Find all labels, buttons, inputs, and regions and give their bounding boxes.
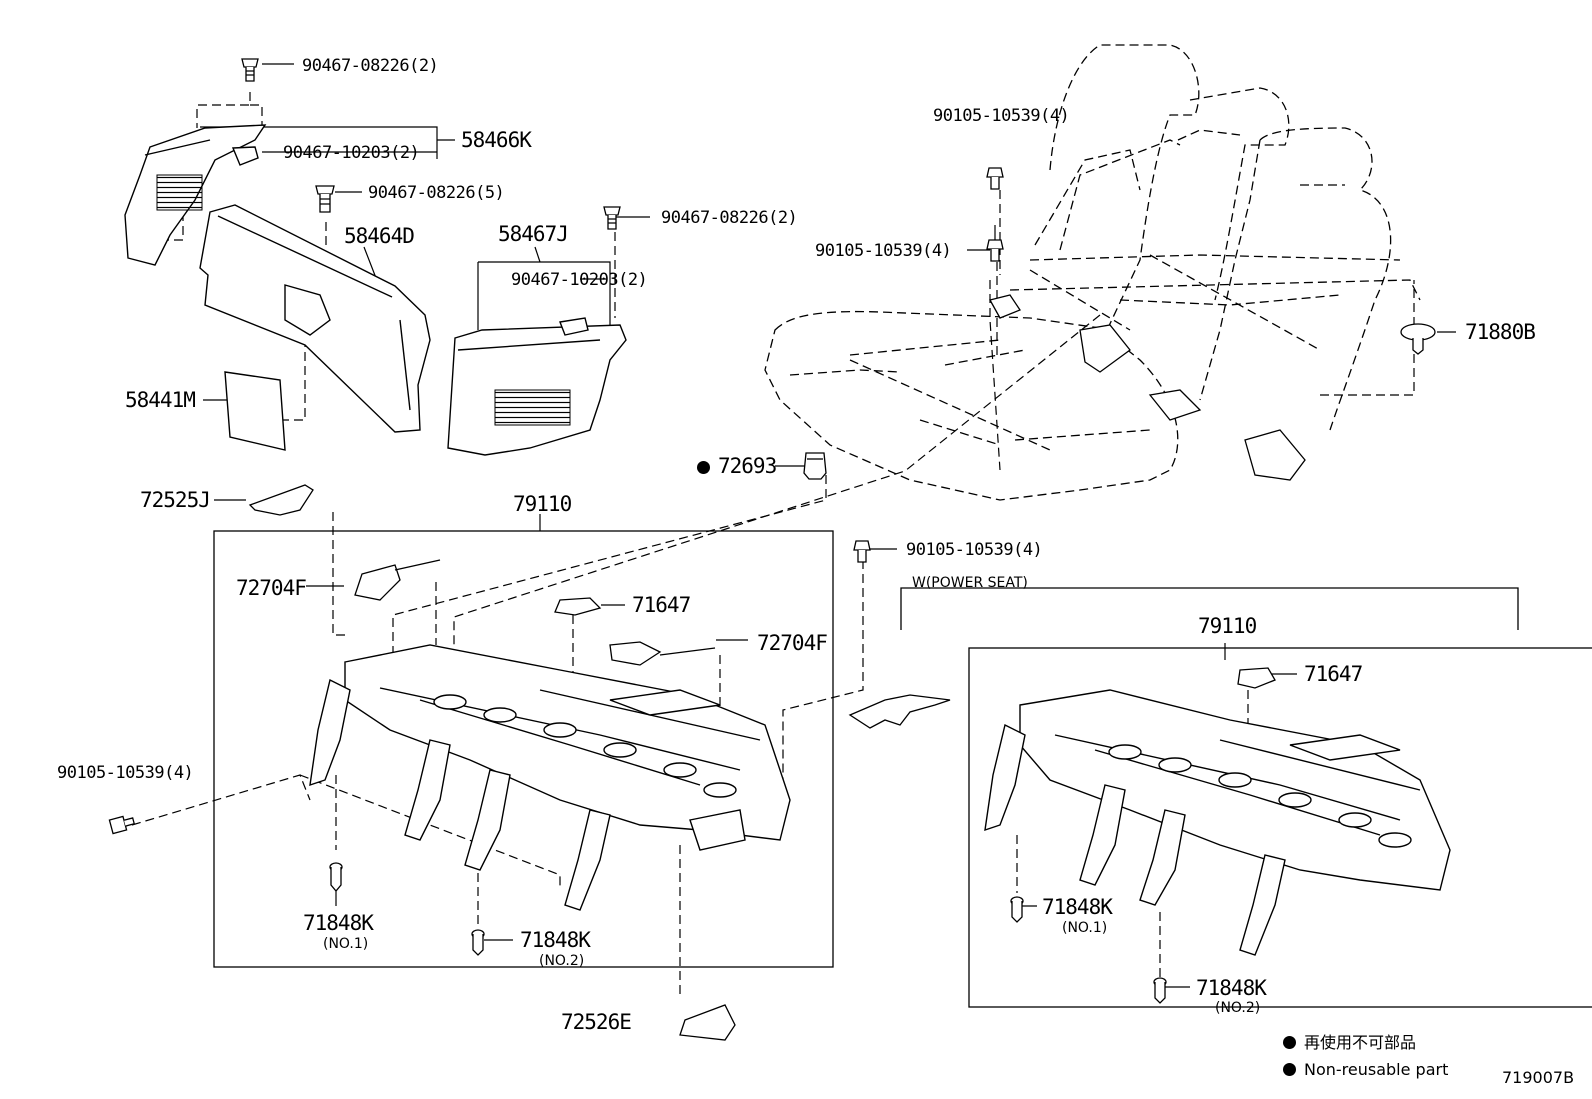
seat-frame-right — [984, 689, 1451, 956]
label-72526E: 72526E — [561, 1010, 632, 1034]
label-no2-right: (NO.2) — [1215, 1000, 1261, 1016]
seat-hinges — [989, 294, 1306, 481]
label-90105-10539-left: 90105-10539(4) — [57, 763, 194, 783]
label-no1-left: (NO.1) — [323, 936, 369, 952]
legend-en: Non-reusable part — [1283, 1062, 1448, 1078]
label-90467-08226-top: 90467-08226(2) — [302, 56, 439, 76]
power-seat-bracket — [900, 587, 1519, 630]
label-90105-10539-seat-top: 90105-10539(4) — [933, 106, 1070, 126]
label-71647-left: 71647 — [632, 593, 691, 617]
trim-panel-58467J — [447, 317, 627, 456]
legend-jp: 再使用不可部品 — [1283, 1035, 1416, 1051]
label-71880B: 71880B — [1465, 320, 1536, 344]
bolt-icons — [108, 58, 1436, 1004]
label-58466K: 58466K — [461, 128, 532, 152]
label-power-seat: W(POWER SEAT) — [912, 575, 1028, 591]
leader-lines — [200, 63, 1456, 1021]
trim-panel-58466K — [124, 124, 267, 266]
label-90467-08226-five: 90467-08226(5) — [368, 183, 505, 203]
label-72525J: 72525J — [140, 488, 211, 512]
figure-id: 719007B — [1502, 1068, 1575, 1087]
small-components — [248, 484, 1276, 1041]
label-71848K-no2-left: 71848K — [520, 928, 591, 952]
label-71647-right: 71647 — [1304, 662, 1363, 686]
seat-cushion-frame-box — [213, 530, 834, 968]
legend-dot-icon — [1283, 1063, 1296, 1076]
label-58467J: 58467J — [498, 222, 569, 246]
label-no1-right: (NO.1) — [1062, 920, 1108, 936]
seat-frame-left — [309, 644, 791, 911]
label-71848K-no1-left: 71848K — [303, 911, 374, 935]
label-58441M: 58441M — [125, 388, 196, 412]
label-72693: 72693 — [697, 456, 777, 477]
rear-seat-outline — [764, 44, 1421, 501]
label-90105-10539-frame: 90105-10539(4) — [906, 540, 1043, 560]
power-seat-frame-box — [968, 647, 1592, 1008]
non-reusable-mark-icon — [697, 461, 710, 474]
label-no2-left: (NO.2) — [539, 953, 585, 969]
label-72704F-left: 72704F — [236, 576, 307, 600]
label-58464D: 58464D — [344, 224, 415, 248]
label-71848K-no1-right: 71848K — [1042, 895, 1113, 919]
label-90467-10203-left: 90467-10203(2) — [283, 143, 420, 163]
label-90105-10539-seat-mid: 90105-10539(4) — [815, 241, 952, 261]
legend-dot-icon — [1283, 1036, 1296, 1049]
label-90467-08226-right: 90467-08226(2) — [661, 208, 798, 228]
label-79110-right: 79110 — [1198, 614, 1257, 638]
label-79110-left: 79110 — [513, 492, 572, 516]
label-71848K-no2-right: 71848K — [1196, 976, 1267, 1000]
label-90467-10203-right: 90467-10203(2) — [511, 270, 648, 290]
label-72704F-right: 72704F — [757, 631, 828, 655]
trim-panel-58464D — [199, 204, 431, 451]
